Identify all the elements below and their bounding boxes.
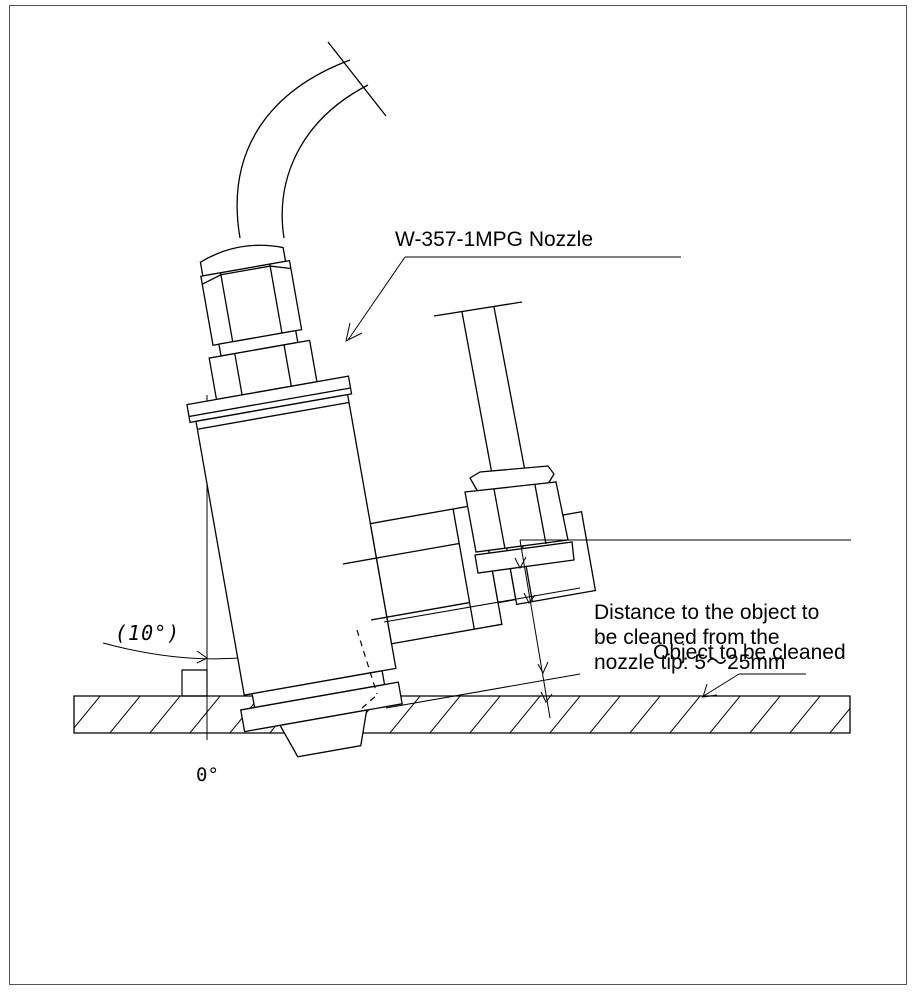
nozzle-leader [346,257,681,341]
spray-centerline [362,694,378,708]
object-label: Object to be cleaned [653,641,846,664]
distance-label: Distance to the object to be cleaned fro… [594,601,820,674]
zero-angle-label: 0° [196,764,219,786]
hose-fitting [434,302,574,573]
cable [237,42,386,238]
nozzle-assembly [162,232,412,765]
object-leader [702,674,806,697]
nozzle-model-label: W-357-1MPG Nozzle [395,228,594,251]
drawing-frame [9,5,907,985]
angle-label: (10°) [115,621,181,645]
reference-block [182,670,207,696]
spray-centerline-lower [357,630,377,694]
distance-dimension [384,540,851,718]
